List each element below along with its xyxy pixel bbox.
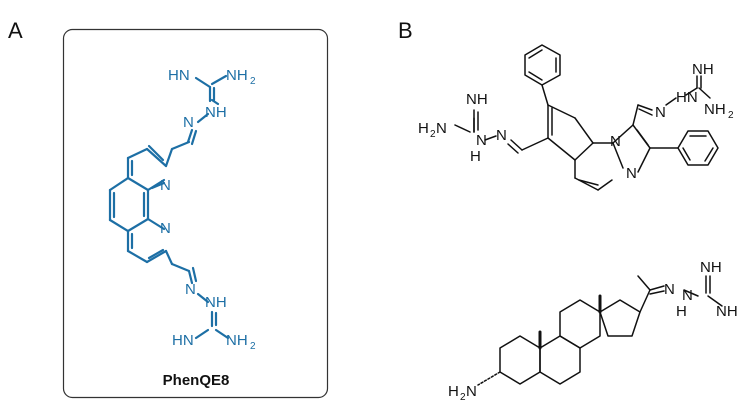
atom-n: N [183,114,194,131]
atom-n-ring: N [160,220,171,237]
atom-sub2: 2 [728,110,734,121]
phenqe8-structure [108,74,230,340]
atom-sub2: 2 [460,392,466,403]
atom-hn: HN [676,89,698,106]
atom-nh: NH [466,91,488,108]
atom-nh2: NH [704,101,726,118]
atom-nh: NH [700,259,722,276]
phenqe8-atom-labels: HN NH 2 NH N N N N NH HN NH 2 [160,67,256,352]
atom-n: N [476,132,487,149]
steroid-atom-labels: N N NH H NH H 2 N [448,259,738,403]
atom-n: N [655,104,666,121]
atom-h: H [470,148,481,165]
atom-n: N [664,281,675,298]
atom-hn: HN [172,332,194,349]
atom-h2n-n: N [466,383,477,400]
atom-n: N [185,281,196,298]
atom-n-ring: N [160,177,171,194]
atom-nh: NH [692,61,714,78]
fused-heterocycle-structure [454,44,719,191]
atom-sub2: 2 [430,129,436,140]
atom-h: H [676,303,687,320]
compound-name: PhenQE8 [163,372,230,389]
atom-sub2: 2 [250,76,256,87]
atom-nh2: NH [226,332,248,349]
atom-n-ring: N [626,165,637,182]
atom-n-ring: N [610,133,621,150]
atom-h2n: H [418,120,429,137]
atom-nh2: NH [716,303,738,320]
atom-nh2: NH [226,67,248,84]
steroid-structure [477,275,723,386]
atom-h2n: H [448,383,459,400]
atom-n: N [682,287,693,304]
panel-a-frame [62,28,329,399]
atom-n: N [496,127,507,144]
atom-hn: HN [168,67,190,84]
atom-sub2: 2 [250,341,256,352]
atom-nh: NH [205,104,227,121]
atom-nh: NH [205,294,227,311]
panel-b-label: B [398,18,413,43]
panel-a-label: A [8,18,23,43]
atom-h2n-n: N [436,120,447,137]
fused-heterocycle-atom-labels: NH H 2 N N H N N N N HN NH NH 2 [418,61,734,182]
